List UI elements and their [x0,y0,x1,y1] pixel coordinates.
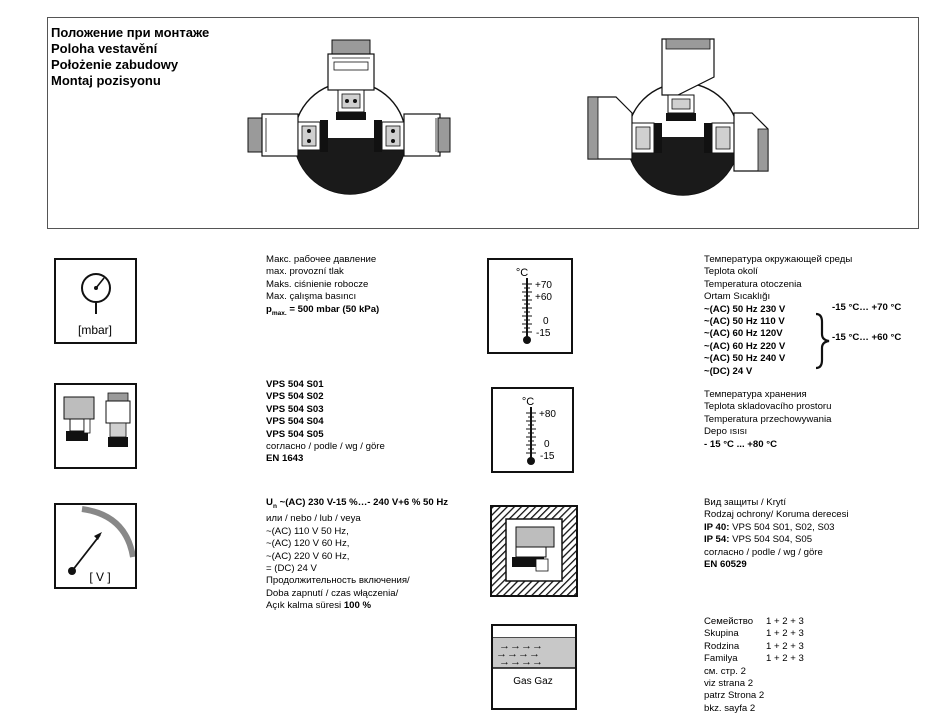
ambient-line-cs: Teplota okolí [704,266,758,278]
protection-conformity: согласно / podle / wg / göre [704,546,823,558]
model-s05: VPS 504 S05 [266,428,324,440]
ambient-range-230: -15 °C… +70 °C [832,302,902,313]
ambient-range-others: -15 °C… +60 °C [832,332,902,343]
models-conformity: согласно / podle / wg / göre [266,441,385,453]
actuator-models-icon [54,383,137,469]
storage-tick-0: 0 [544,439,550,450]
protection-spec: Вид защиты / Krytí Rodzaj ochrony/ Korum… [704,497,849,571]
protection-ip40: IP 40: VPS 504 S01, S02, S03 [704,521,835,533]
storage-line-pl: Temperatura przechowywania [704,413,832,425]
gas-label: Gas Gaz [513,676,552,687]
protection-standard: EN 60529 [704,559,747,571]
ambient-power-220: ~(AC) 60 Hz 220 V [704,340,786,352]
protection-line-pl-tr: Rodzaj ochrony/ Koruma derecesi [704,509,849,521]
pressure-unit-label: [mbar] [78,323,112,337]
storage-spec: Температура хранения Teplota skladovacíh… [704,389,831,451]
ambient-power-dc: ~(DC) 24 V [704,365,753,377]
voltage-line-110: ~(AC) 110 V 50 Hz, [266,525,349,537]
duty-line-cs-pl: Doba zapnutí / czas włączenia/ [266,587,399,599]
models-spec: VPS 504 S01 VPS 504 S02 VPS 504 S03 VPS … [266,379,385,466]
installation-title-ru: Положение при монтаже [51,25,210,40]
ambient-line-tr: Ortam Sıcaklığı [704,291,771,303]
voltage-line-dc: = (DC) 24 V [266,562,317,574]
gas-ref-ru: см. стр. 2 [704,665,746,677]
ambient-thermo-unit: °C [516,267,528,279]
protection-line-ru-cs: Вид защиты / Krytí [704,497,787,508]
pressure-line-ru: Макс. рабочее давление [266,254,377,265]
pressure-line-cs: max. provozní tlak [266,266,344,278]
installation-diagram-side [587,38,769,196]
storage-tick-minus15: -15 [540,451,555,462]
storage-thermometer-icon: °C +80 0 -15 [491,387,574,473]
duty-line-tr: Açık kalma süresi 100 % [266,600,372,612]
ambient-line-pl: Temperatura otoczenia [704,278,802,290]
ambient-thermometer-icon: °C +70 +60 0 -15 [487,258,573,354]
duty-line-ru: Продолжительность включения/ [266,575,410,587]
installation-diagram-front [247,39,451,195]
ambient-tick-70: +70 [535,280,552,291]
ambient-line-ru: Температура окружающей среды [704,254,853,265]
model-s03: VPS 504 S03 [266,403,324,415]
voltage-main-line: Un ~(AC) 230 V-15 %…- 240 V+6 % 50 Hz [266,497,449,510]
voltmeter-icon: [ V ] [54,503,137,589]
svg-text:→→→→: →→→→ [496,648,540,660]
ambient-tick-0: 0 [543,316,549,327]
gas-flow-icon: →→→→ →→→→ →→→→ Gas Gaz [491,624,577,710]
ambient-brace-icon [815,312,830,370]
model-s02: VPS 504 S02 [266,391,324,403]
ambient-power-230: ~(AC) 50 Hz 230 V [704,303,786,315]
gas-ref-tr: bkz. sayfa 2 [704,702,756,714]
ambient-spec: Температура окружающей среды Teplota oko… [704,254,852,378]
storage-line-cs: Teplota skladovacího prostoru [704,401,832,413]
model-s04: VPS 504 S04 [266,416,324,428]
installation-title: Положение при монтаже Poloha vestavění P… [51,25,209,89]
pressure-line-tr: Max. çalışma basıncı [266,291,357,303]
pressure-max-value: pmax. = 500 mbar (50 kPa) [266,303,380,317]
gas-ref-cs: viz strana 2 [704,678,754,690]
installation-title-tr: Montaj pozisyonu [51,73,161,88]
storage-tick-80: +80 [539,409,556,420]
storage-thermo-unit: °C [522,396,534,408]
installation-frame [47,17,919,229]
storage-range: - 15 °C ... +80 °C [704,438,777,450]
models-standard: EN 1643 [266,453,304,465]
svg-text:→→→→: →→→→ [499,656,543,668]
model-s01: VPS 504 S01 [266,379,324,390]
installation-title-cs: Poloha vestavění [51,41,158,56]
protection-ip54: IP 54: VPS 504 S04, S05 [704,534,813,546]
voltage-line-or: или / nebo / lub / veya [266,513,361,525]
storage-line-ru: Температура хранения [704,389,807,400]
ambient-tick-minus15: -15 [536,328,551,339]
voltage-unit-label: [ V ] [89,570,110,584]
gas-ref-pl: patrz Strona 2 [704,690,765,702]
protection-enclosure-icon [490,505,578,597]
voltage-line-220: ~(AC) 220 V 60 Hz, [266,550,350,562]
pressure-gauge-icon: [mbar] [54,258,137,344]
ambient-power-240: ~(AC) 50 Hz 240 V [704,353,786,365]
pressure-spec: Макс. рабочее давление max. provozní tla… [266,254,379,320]
ambient-power-120: ~(AC) 60 Hz 120V [704,328,783,340]
pressure-line-pl: Maks. ciśnienie robocze [266,278,369,290]
ambient-tick-60: +60 [535,292,552,303]
voltage-line-120: ~(AC) 120 V 60 Hz, [266,538,350,550]
voltage-spec: Un ~(AC) 230 V-15 %…- 240 V+6 % 50 Hz ил… [266,497,448,613]
svg-text:→→→→: →→→→ [499,640,543,652]
storage-line-tr: Depo ısısı [704,426,748,438]
installation-title-pl: Położenie zabudowy [51,57,179,72]
ambient-power-110: ~(AC) 50 Hz 110 V [704,316,785,328]
